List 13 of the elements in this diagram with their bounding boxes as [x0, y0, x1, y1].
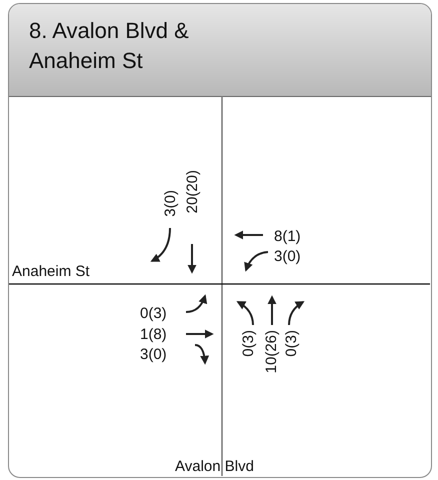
volume-label: 20(20) — [184, 170, 201, 214]
volume-label: 8(1) — [274, 228, 301, 245]
volume-label: 0(3) — [140, 305, 167, 322]
volume-label: 3(0) — [162, 190, 179, 217]
street-name: Anaheim St — [12, 263, 90, 280]
volume-label: 3(0) — [140, 346, 167, 363]
volume-label: 0(3) — [240, 330, 257, 357]
street-name: Avalon Blvd — [175, 458, 254, 475]
title: 8. Avalon Blvd & Anaheim St — [29, 17, 190, 75]
volume-label: 0(3) — [283, 330, 300, 357]
volume-label: 10(26) — [263, 330, 280, 374]
volume-label: 1(8) — [140, 326, 167, 343]
volume-label: 3(0) — [274, 248, 301, 265]
